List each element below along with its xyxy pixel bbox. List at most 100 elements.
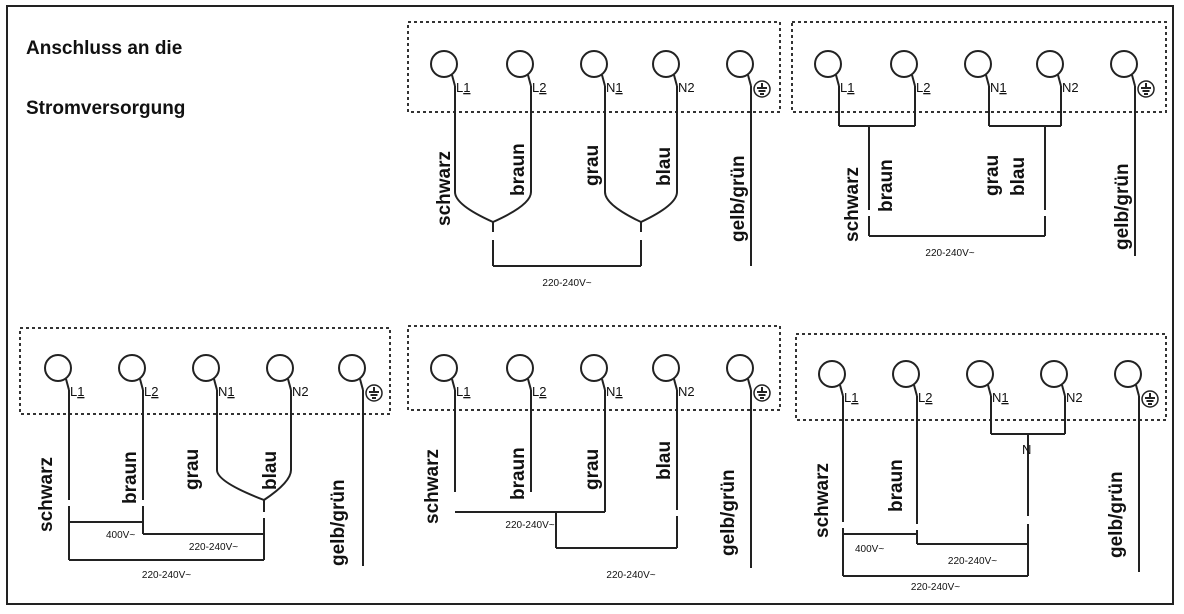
terminal-label-l2: L2 xyxy=(532,384,546,399)
terminal-n2 xyxy=(266,354,294,382)
terminal-l1 xyxy=(44,354,72,382)
terminal-label-l2: L2 xyxy=(532,80,546,95)
voltage-label: 220-240V~ xyxy=(542,278,591,289)
voltage-label-outer: 220-240V~ xyxy=(606,570,655,581)
terminal-l2 xyxy=(506,354,534,382)
wire-label-schwarz: schwarz xyxy=(842,167,863,242)
terminal-n2 xyxy=(1036,50,1064,78)
terminal-label-l2: L2 xyxy=(916,80,930,95)
terminal-stem xyxy=(601,378,606,391)
terminal-label-n2: N2 xyxy=(1062,80,1079,95)
terminal-l1 xyxy=(430,354,458,382)
voltage-label: 220-240V~ xyxy=(925,248,974,259)
voltage-label-outer: 220-240V~ xyxy=(142,570,191,581)
terminal-pe xyxy=(726,50,754,78)
earth-ground-icon xyxy=(1141,390,1159,408)
terminal-stem xyxy=(987,384,992,397)
terminal-label-n2: N2 xyxy=(678,80,695,95)
wire-label-grau: grau xyxy=(582,145,603,186)
wire-merge-n xyxy=(604,191,678,223)
earth-ground-icon xyxy=(1137,80,1155,98)
terminal-label-n2: N2 xyxy=(1066,390,1083,405)
terminal-label-l1: L1 xyxy=(456,80,470,95)
terminal-n1 xyxy=(964,50,992,78)
wire-label-braun: braun xyxy=(876,159,897,212)
terminal-stem xyxy=(747,378,752,391)
neutral-label: N xyxy=(1022,442,1031,457)
wire-label-gelb-gruen: gelb/grün xyxy=(728,155,749,242)
terminal-label-l2: L2 xyxy=(918,390,932,405)
terminal-stem xyxy=(911,74,916,87)
terminal-l2 xyxy=(892,360,920,388)
wire-label-schwarz: schwarz xyxy=(812,463,833,538)
earth-ground-icon xyxy=(365,384,383,402)
terminal-stem xyxy=(601,74,606,87)
wire-label-schwarz: schwarz xyxy=(422,449,443,524)
terminal-n2 xyxy=(652,354,680,382)
voltage-label-outer: 220-240V~ xyxy=(911,582,960,593)
voltage-label-inner: 220-240V~ xyxy=(948,556,997,567)
wire-label-gelb-gruen: gelb/grün xyxy=(1112,163,1133,250)
wire-label-gelb-gruen: gelb/grün xyxy=(328,479,349,566)
terminal-l1 xyxy=(430,50,458,78)
terminal-l1 xyxy=(814,50,842,78)
terminal-block-border xyxy=(407,325,781,411)
wire-label-grau: grau xyxy=(182,449,203,490)
terminal-pe xyxy=(1110,50,1138,78)
terminal-n1 xyxy=(966,360,994,388)
terminal-stem xyxy=(139,378,144,391)
terminal-label-l1: L1 xyxy=(70,384,84,399)
terminal-stem xyxy=(1131,74,1136,87)
terminal-stem xyxy=(673,74,678,87)
terminal-label-n1: N1 xyxy=(218,384,235,399)
wire-label-grau: grau xyxy=(982,155,1003,196)
terminal-l2 xyxy=(890,50,918,78)
terminal-stem xyxy=(527,74,532,87)
terminal-stem xyxy=(747,74,752,87)
terminal-stem xyxy=(527,378,532,391)
wire-label-schwarz: schwarz xyxy=(36,457,57,532)
terminal-n2 xyxy=(1040,360,1068,388)
wire-label-blau: blau xyxy=(654,441,675,480)
wire-label-gelb-gruen: gelb/grün xyxy=(1106,471,1127,558)
terminal-label-l1: L1 xyxy=(840,80,854,95)
diagram-frame xyxy=(6,5,1174,605)
terminal-label-n2: N2 xyxy=(292,384,309,399)
terminal-label-n1: N1 xyxy=(606,384,623,399)
wire-label-blau: blau xyxy=(260,451,281,490)
terminal-n1 xyxy=(580,50,608,78)
terminal-block-border xyxy=(407,21,781,113)
wire-label-braun: braun xyxy=(508,143,529,196)
terminal-label-n1: N1 xyxy=(606,80,623,95)
earth-ground-icon xyxy=(753,80,771,98)
terminal-label-n1: N1 xyxy=(992,390,1009,405)
voltage-label-400: 400V~ xyxy=(855,544,884,555)
terminal-stem xyxy=(1061,384,1066,397)
terminal-l2 xyxy=(118,354,146,382)
wire-label-blau: blau xyxy=(654,147,675,186)
wire-label-blau: blau xyxy=(1008,157,1029,196)
terminal-n2 xyxy=(652,50,680,78)
terminal-stem xyxy=(835,74,840,87)
wire-label-gelb-gruen: gelb/grün xyxy=(718,469,739,556)
terminal-stem xyxy=(913,384,918,397)
terminal-n1 xyxy=(580,354,608,382)
terminal-stem xyxy=(1057,74,1062,87)
terminal-stem xyxy=(673,378,678,391)
terminal-label-l1: L1 xyxy=(456,384,470,399)
terminal-stem xyxy=(839,384,844,397)
terminal-stem xyxy=(985,74,990,87)
terminal-stem xyxy=(287,378,292,391)
terminal-n1 xyxy=(192,354,220,382)
earth-ground-icon xyxy=(753,384,771,402)
terminal-label-n2: N2 xyxy=(678,384,695,399)
diagram-title-line1: Anschluss an die xyxy=(26,38,183,59)
terminal-stem xyxy=(359,378,364,391)
terminal-label-l2: L2 xyxy=(144,384,158,399)
